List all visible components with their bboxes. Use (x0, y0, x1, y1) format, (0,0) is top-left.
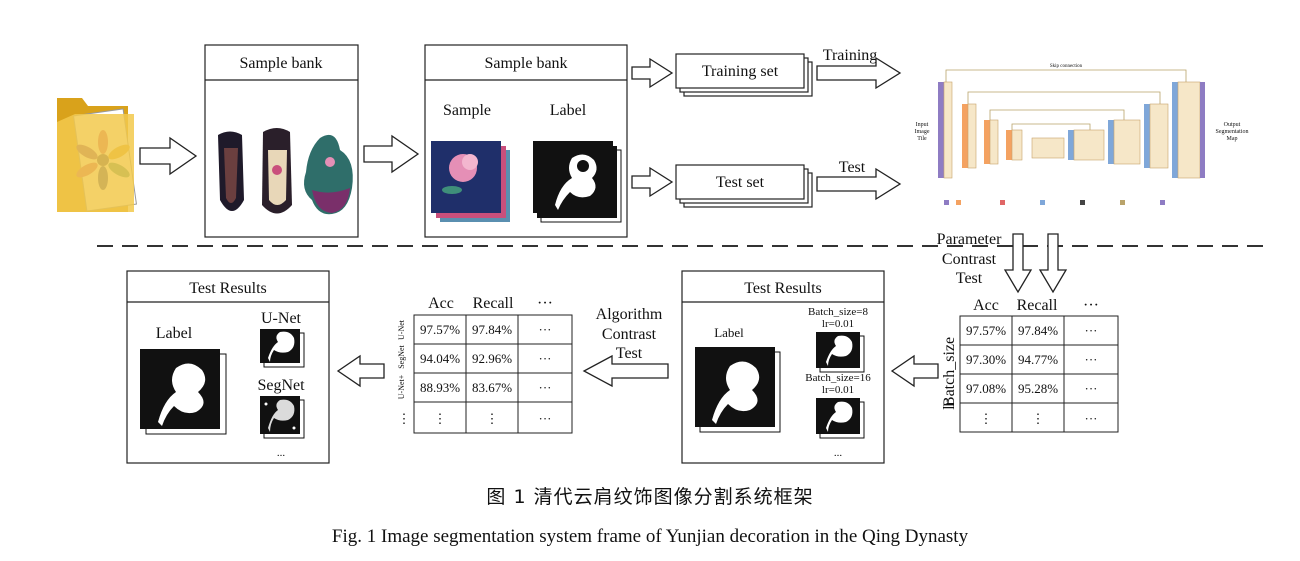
unet-input-label-3: Tile (917, 136, 927, 142)
hollow-arrow-2 (363, 134, 420, 174)
right-cell-0-1: 97.84% (1018, 323, 1058, 338)
right-cell-0-2: ··· (1085, 323, 1098, 338)
sample-bank-2: Sample bank Sample Label (424, 44, 628, 238)
algorithm-results-table: Acc Recall ··· U-Net SegNet U-Net+ ⋮ 97.… (397, 295, 573, 434)
left-cell-3-2: ··· (539, 411, 552, 426)
training-arrow-label: Training (823, 47, 878, 64)
hollow-arrow-down-1 (1003, 233, 1033, 294)
hollow-arrow-left-3 (336, 354, 385, 388)
config1-line-2: lr=0.01 (822, 318, 854, 330)
left-table-rowlabel-1: U-Net (397, 319, 406, 340)
right-table-rowlabel-2: lr (941, 399, 958, 409)
segnet-label: SegNet (257, 377, 305, 394)
right-results-dots: ... (834, 447, 843, 459)
parameter-results-table: Acc Recall ··· Batch_size lr 97.57% 97.8… (941, 297, 1119, 433)
left-table-rowlabel-4: ⋮ (398, 411, 411, 426)
training-set-box: Training set (675, 53, 813, 97)
test-arrow-label: Test (839, 159, 866, 176)
unet-output-label-3: Map (1227, 136, 1238, 142)
label-label: Label (550, 102, 587, 119)
left-cell-2-1: 83.67% (472, 380, 512, 395)
caption-english: Fig. 1 Image segmentation system frame o… (331, 526, 969, 547)
config2-line-2: lr=0.01 (822, 384, 854, 396)
left-table-header-acc: Acc (428, 295, 454, 312)
left-results-title: Test Results (189, 280, 267, 297)
right-cell-3-0: ⋮ (980, 411, 993, 426)
param-contrast-line-1: Parameter (937, 231, 1003, 248)
left-cell-1-0: 94.04% (420, 351, 460, 366)
right-table-rowlabel-1: Batch_size (941, 337, 958, 407)
unet-diagram: Input Image Tile Output Segmentation Map… (915, 64, 1249, 205)
right-cell-3-2: ··· (1085, 411, 1098, 426)
left-results-label: Label (156, 325, 193, 342)
caption-chinese: 图 1 清代云肩纹饰图像分割系统框架 (486, 486, 814, 508)
left-cell-2-2: ··· (539, 380, 552, 395)
hollow-arrow-left-2 (582, 354, 669, 388)
left-results-dots: ... (277, 447, 286, 459)
algo-contrast-line-1: Algorithm (596, 306, 663, 323)
left-table-rowlabel-3: U-Net+ (397, 374, 406, 399)
test-set-label: Test set (716, 174, 765, 191)
param-contrast-line-2: Contrast (942, 251, 997, 268)
left-cell-1-1: 92.96% (472, 351, 512, 366)
left-cell-1-2: ··· (539, 351, 552, 366)
right-cell-3-1: ⋮ (1032, 411, 1045, 426)
training-set-label: Training set (702, 63, 779, 80)
left-cell-3-0: ⋮ (434, 411, 447, 426)
left-cell-0-0: 97.57% (420, 322, 460, 337)
hollow-arrow-test (816, 167, 902, 201)
config1-line-1: Batch_size=8 (808, 306, 868, 318)
unet-output-label-1: Output (1224, 122, 1241, 128)
unet-input-label-2: Image (915, 129, 930, 135)
sample-label: Sample (443, 102, 491, 119)
right-cell-1-0: 97.30% (966, 352, 1006, 367)
folder-icon (57, 98, 138, 212)
sample-bank-1-title: Sample bank (239, 55, 322, 72)
right-cell-1-1: 94.77% (1018, 352, 1058, 367)
left-cell-2-0: 88.93% (420, 380, 460, 395)
algo-contrast-line-3: Test (616, 345, 643, 362)
left-table-rowlabel-2: SegNet (397, 344, 406, 368)
unet-output-label-2: Segmentation (1216, 129, 1249, 135)
right-cell-2-2: ··· (1085, 381, 1098, 396)
left-cell-0-1: 97.84% (472, 322, 512, 337)
test-results-panel-right: Test Results Label Batch_size=8 lr=0.01 … (681, 270, 885, 464)
right-table-header-acc: Acc (973, 297, 999, 314)
test-set-box: Test set (675, 164, 813, 208)
hollow-arrow-down-2 (1038, 233, 1068, 294)
sample-bank-2-title: Sample bank (484, 55, 567, 72)
left-table-header-recall: Recall (473, 295, 514, 312)
hollow-arrow-1 (139, 136, 198, 176)
sample-bank-1: Sample bank (204, 44, 359, 238)
left-cell-3-1: ⋮ (486, 411, 499, 426)
left-cell-0-2: ··· (539, 322, 552, 337)
algo-contrast-line-2: Contrast (602, 326, 657, 343)
unet-input-label-1: Input (916, 122, 929, 128)
right-cell-0-0: 97.57% (966, 323, 1006, 338)
right-results-label: Label (714, 325, 744, 340)
unet-label: U-Net (261, 310, 302, 327)
param-contrast-line-3: Test (956, 270, 983, 287)
hollow-arrow-training (816, 56, 902, 90)
left-table-header-more: ··· (537, 295, 553, 312)
hollow-arrow-test-set (631, 166, 674, 198)
right-table-header-more: ··· (1083, 297, 1099, 314)
right-table-header-recall: Recall (1017, 297, 1058, 314)
config2-line-1: Batch_size=16 (805, 372, 871, 384)
hollow-arrow-training-set (631, 57, 674, 89)
unet-skip-label: Skip connection (1050, 64, 1083, 69)
hollow-arrow-left-1 (890, 354, 939, 388)
right-cell-2-1: 95.28% (1018, 381, 1058, 396)
test-results-panel-left: Test Results Label U-Net SegNet ... (126, 270, 330, 464)
right-results-title: Test Results (744, 280, 822, 297)
right-cell-2-0: 97.08% (966, 381, 1006, 396)
right-cell-1-2: ··· (1085, 352, 1098, 367)
